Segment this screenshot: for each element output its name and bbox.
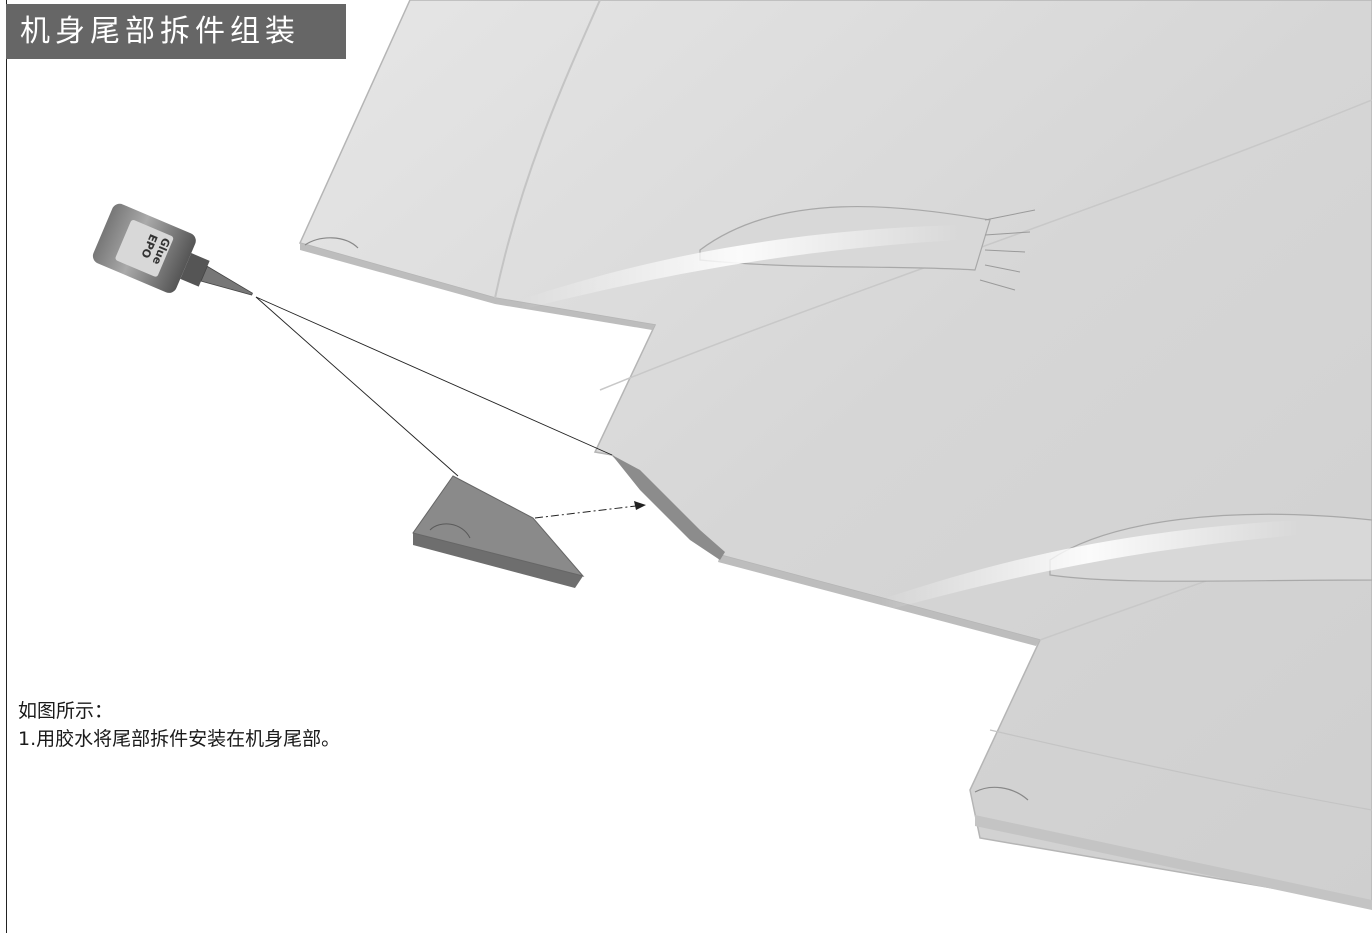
nacelle-highlight xyxy=(880,520,1300,612)
wing-edge-strip-lower xyxy=(718,555,1040,646)
hinge-mark xyxy=(974,786,1029,801)
instructions: 如图所示： 1.用胶水将尾部拆件安装在机身尾部。 xyxy=(18,697,340,753)
assembly-arrowhead xyxy=(634,501,646,510)
hinge-mark xyxy=(304,237,359,249)
nacelle-vent-lines xyxy=(979,209,1036,291)
airframe xyxy=(298,0,1372,910)
wing-edge-strip-upper xyxy=(300,243,655,330)
instructions-heading: 如图所示： xyxy=(18,700,114,722)
tail-part xyxy=(412,475,585,588)
glue-bottle-icon: EPO Glue xyxy=(92,203,253,296)
page-frame xyxy=(6,0,1366,933)
tail-part-hinge-mark xyxy=(429,523,471,539)
glue-guide-line xyxy=(255,296,459,477)
glue-guide-line xyxy=(255,296,613,456)
airframe-body xyxy=(298,0,1372,906)
assembly-arrow xyxy=(534,505,637,519)
nacelle-highlight xyxy=(520,225,960,310)
instruction-step: 1.用胶水将尾部拆件安装在机身尾部。 xyxy=(18,728,341,750)
page-title: 机身尾部拆件组装 xyxy=(6,4,346,59)
glue-bottle-nozzle xyxy=(200,265,253,296)
tail-slot xyxy=(612,455,725,560)
glue-bottle-neck xyxy=(180,253,210,287)
tail-part-top xyxy=(412,475,585,577)
panel-line xyxy=(494,0,601,299)
glue-bottle-label xyxy=(115,220,174,277)
panel-line xyxy=(989,729,1372,811)
tail-part-side xyxy=(413,533,583,588)
wing-edge-strip-bottom xyxy=(975,815,1372,910)
